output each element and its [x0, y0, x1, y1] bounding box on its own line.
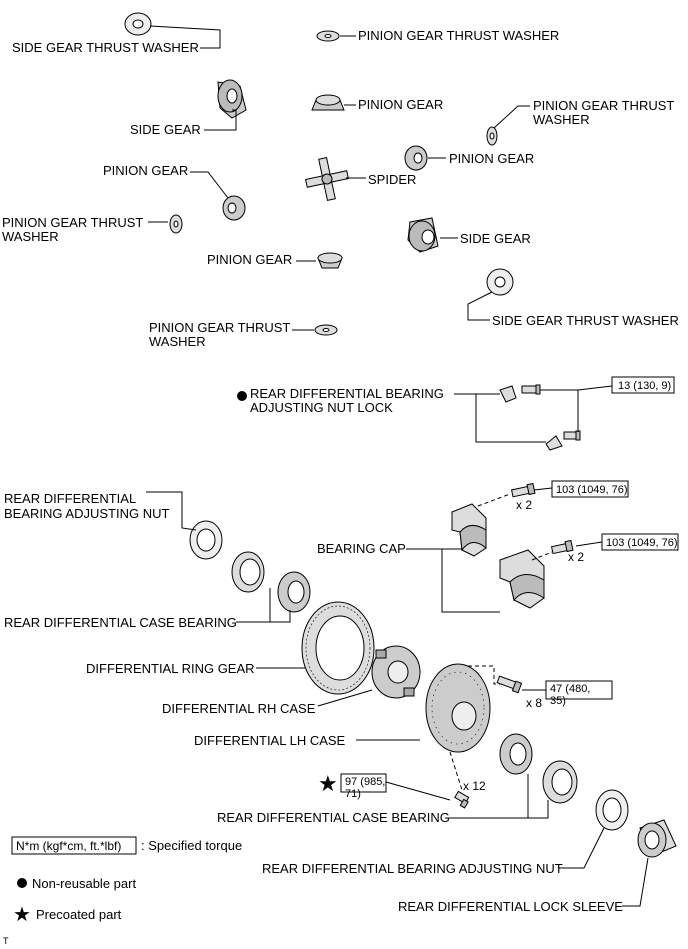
- spider: [305, 157, 349, 201]
- legend-torque-box: N*m (kgf*cm, ft.*lbf): [11, 836, 137, 855]
- side-gear-thrust-washer-bottom: [486, 268, 514, 296]
- label-case-bearing-left: REAR DIFFERENTIAL CASE BEARING: [4, 615, 237, 630]
- label-pinion-gear-right: PINION GEAR: [449, 151, 534, 166]
- label-side-gear-thrust-washer-bottom: SIDE GEAR THRUST WASHER: [492, 313, 679, 328]
- torque-ring-gear-bolts: 97 (985, 71): [340, 773, 387, 800]
- side-gear-right: [407, 217, 439, 253]
- label-ring-gear: DIFFERENTIAL RING GEAR: [86, 661, 255, 676]
- label-pinion-gear-left: PINION GEAR: [103, 163, 188, 178]
- svg-text:103 (1049, 76): 103 (1049, 76): [556, 484, 628, 496]
- pinion-gear-thrust-washer-right: [486, 126, 498, 146]
- nut-lock-bolt-upper: [521, 384, 541, 395]
- label-pinion-gear-thrust-washer-right-1: PINION GEAR THRUST: [533, 98, 674, 113]
- ring-gear-bolt: [454, 790, 470, 809]
- case-bearing-left-race: [231, 551, 265, 593]
- qty-case-bolts: x 8: [526, 696, 542, 710]
- label-lh-case: DIFFERENTIAL LH CASE: [194, 733, 346, 748]
- non-reusable-mark-nut-lock: [237, 391, 247, 401]
- adjusting-nut-left: [189, 520, 223, 560]
- svg-text:103 (1049, 76): 103 (1049, 76): [606, 537, 678, 549]
- pinion-gear-thrust-washer-bottom: [314, 324, 338, 336]
- label-side-gear-thrust-washer-top: SIDE GEAR THRUST WASHER: [12, 40, 199, 55]
- torque-cap-bolts-lower: 103 (1049, 76): [601, 533, 679, 551]
- label-lock-sleeve: REAR DIFFERENTIAL LOCK SLEEVE: [398, 899, 623, 914]
- label-pinion-gear-thrust-washer-left-2: WASHER: [2, 229, 59, 244]
- torque-case-bolts: 47 (480, 35): [545, 680, 613, 707]
- case-bearing-bottom-cone: [499, 733, 533, 775]
- lock-sleeve: [637, 819, 677, 858]
- legend-non-reusable: Non-reusable part: [32, 876, 136, 891]
- pinion-gear-thrust-washer-left: [169, 214, 183, 234]
- legend-torque-desc: : Specified torque: [141, 838, 242, 853]
- bearing-cap-bolt-upper: [510, 482, 536, 498]
- pinion-gear-bottom: [317, 252, 343, 269]
- nut-lock-lower: [545, 435, 563, 451]
- label-pinion-gear-bottom: PINION GEAR: [207, 252, 292, 267]
- differential-rh-case: [371, 645, 421, 699]
- pinion-gear-top: [311, 94, 345, 111]
- legend-precoated-icon: ★: [13, 904, 31, 926]
- differential-ring-gear: [301, 601, 375, 695]
- label-pinion-gear-thrust-washer-top: PINION GEAR THRUST WASHER: [358, 28, 559, 43]
- adjusting-nut-bottom: [595, 789, 629, 831]
- nut-lock-bolt-lower: [563, 430, 581, 441]
- legend-non-reusable-icon: [17, 878, 27, 888]
- bearing-cap-lower: [499, 549, 545, 609]
- case-bearing-bottom-race: [542, 760, 578, 804]
- label-pinion-gear-top: PINION GEAR: [358, 97, 443, 112]
- svg-text:47 (480,: 47 (480,: [550, 683, 590, 695]
- footer-code: T: [3, 936, 9, 946]
- label-spider: SPIDER: [368, 172, 416, 187]
- label-pinion-gear-thrust-washer-bottom-1: PINION GEAR THRUST: [149, 320, 290, 335]
- label-pinion-gear-thrust-washer-right-2: WASHER: [533, 112, 590, 127]
- label-side-gear-right: SIDE GEAR: [460, 231, 531, 246]
- label-bearing-cap: BEARING CAP: [317, 541, 406, 556]
- label-adjusting-nut-lock-1: REAR DIFFERENTIAL BEARING: [250, 386, 444, 401]
- label-adjusting-nut-left-2: BEARING ADJUSTING NUT: [4, 506, 169, 521]
- label-pinion-gear-thrust-washer-bottom-2: WASHER: [149, 334, 206, 349]
- qty-cap-lower: x 2: [568, 550, 584, 564]
- precoated-mark-ring-gear-bolts: ★: [318, 771, 338, 796]
- label-rh-case: DIFFERENTIAL RH CASE: [162, 701, 316, 716]
- bearing-cap-upper: [451, 503, 487, 557]
- label-case-bearing-bottom: REAR DIFFERENTIAL CASE BEARING: [217, 810, 450, 825]
- side-gear-top: [217, 79, 247, 119]
- case-bolt: [496, 675, 523, 694]
- qty-cap-upper: x 2: [516, 498, 532, 512]
- label-adjusting-nut-lock-2: ADJUSTING NUT LOCK: [250, 400, 393, 415]
- nut-lock-upper: [499, 385, 517, 403]
- torque-cap-bolts-upper: 103 (1049, 76): [551, 480, 629, 498]
- svg-text:35): 35): [550, 695, 566, 707]
- bearing-cap-bolt-lower: [550, 539, 574, 555]
- label-side-gear-top: SIDE GEAR: [130, 122, 201, 137]
- case-bearing-left-cone: [277, 571, 311, 613]
- svg-text:71): 71): [345, 788, 361, 800]
- pinion-gear-left: [222, 195, 246, 221]
- svg-text:N*m (kgf*cm, ft.*lbf): N*m (kgf*cm, ft.*lbf): [16, 839, 121, 853]
- pinion-gear-right: [404, 145, 428, 171]
- differential-lh-case: [425, 663, 491, 753]
- side-gear-thrust-washer-top: [124, 12, 152, 36]
- label-pinion-gear-thrust-washer-left-1: PINION GEAR THRUST: [2, 215, 143, 230]
- pinion-gear-thrust-washer-top: [316, 30, 340, 42]
- legend-precoated: Precoated part: [36, 907, 122, 922]
- torque-nut-lock-bolts: 13 (130, 9): [611, 376, 675, 394]
- svg-text:13 (130, 9): 13 (130, 9): [618, 380, 671, 392]
- svg-text:97 (985,: 97 (985,: [345, 776, 385, 788]
- label-adjusting-nut-left-1: REAR DIFFERENTIAL: [4, 491, 136, 506]
- qty-ring-gear-bolts: x 12: [463, 779, 486, 793]
- label-adjusting-nut-bottom: REAR DIFFERENTIAL BEARING ADJUSTING NUT: [262, 861, 563, 876]
